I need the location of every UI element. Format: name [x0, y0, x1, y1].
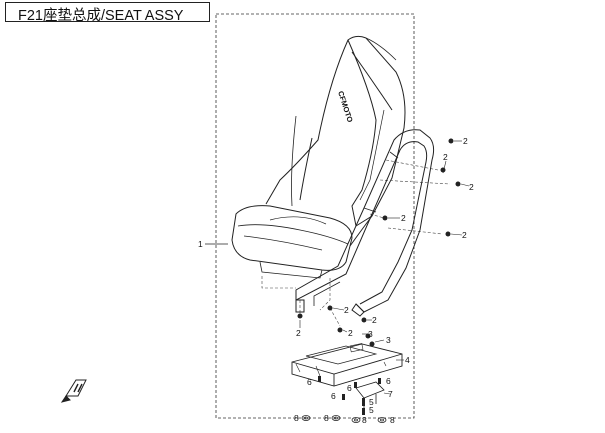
bolt-icon [440, 167, 446, 173]
callout-2: 2 [469, 182, 474, 192]
callout-1: 1 [198, 239, 203, 249]
callout-6: 6 [307, 377, 312, 387]
callout-6: 6 [331, 391, 336, 401]
callout-6: 6 [386, 376, 391, 386]
callout-2: 2 [348, 328, 353, 338]
bolt-icon [369, 341, 375, 347]
callout-2: 2 [443, 152, 448, 162]
callout-8: 8 [324, 413, 329, 423]
callout-2: 2 [401, 213, 406, 223]
leaders-3 [362, 333, 385, 343]
callout-5: 5 [369, 397, 374, 407]
seat-brand-logo: CFMOTO [336, 90, 355, 124]
callout-8: 8 [390, 415, 395, 425]
frame-bolts [297, 138, 461, 347]
page-title: F21座垫总成/SEAT ASSY [18, 8, 184, 24]
screws-6 [318, 376, 381, 400]
callout-2: 2 [372, 315, 377, 325]
assembly-boundary [215, 13, 415, 419]
callout-2: 2 [296, 328, 301, 338]
bolt-icon [297, 313, 303, 319]
control-box [291, 343, 403, 387]
grommets-8 [301, 415, 387, 423]
fasteners-5 [362, 398, 365, 415]
bolt-icon [455, 181, 461, 187]
callout-2: 2 [462, 230, 467, 240]
bolt-icon [445, 231, 451, 237]
bolt-icon [361, 317, 367, 323]
callout-8: 8 [294, 413, 299, 423]
callout-4: 4 [405, 355, 410, 365]
bolt-icon [382, 215, 388, 221]
front-arrow-icon [60, 379, 87, 403]
bolt-icon [365, 333, 371, 339]
title-box: F21座垫总成/SEAT ASSY [5, 2, 210, 24]
callout-2: 2 [463, 136, 468, 146]
callout-5: 5 [369, 405, 374, 415]
seat-cushion [231, 205, 353, 279]
callout-8: 8 [362, 415, 367, 425]
leaders-2 [299, 140, 470, 333]
seat-frame-tube [295, 129, 435, 317]
callout-3: 3 [368, 329, 373, 339]
bolt-icon [448, 138, 454, 144]
bolt-icon [337, 327, 343, 333]
callout-3: 3 [386, 335, 391, 345]
leader-7 [383, 392, 391, 395]
callout-7: 7 [388, 389, 393, 399]
callout-6: 6 [347, 383, 352, 393]
attachment-guides [261, 159, 451, 327]
seat-back [265, 35, 406, 247]
bolt-icon [327, 305, 333, 311]
callout-2: 2 [344, 305, 349, 315]
